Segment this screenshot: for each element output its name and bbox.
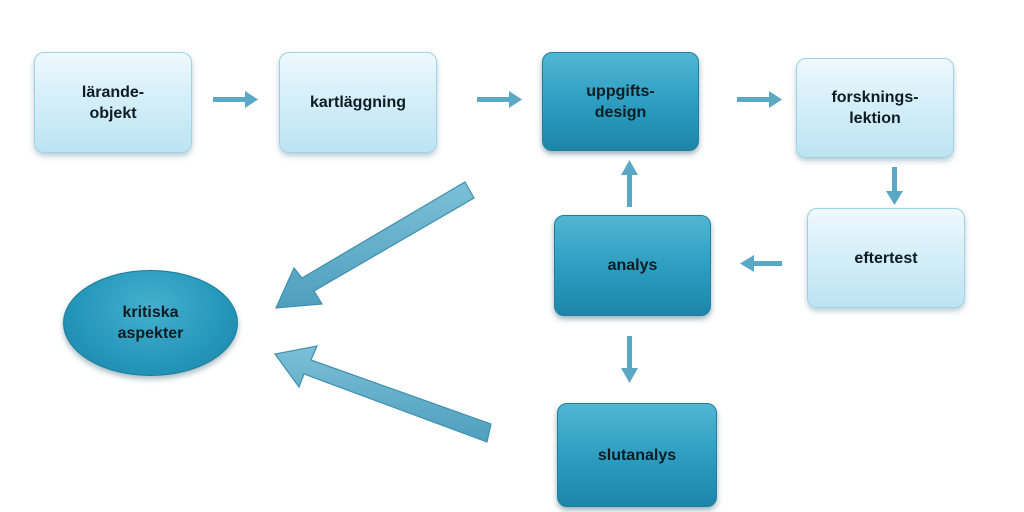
node-kartlaggning: kartläggning <box>279 52 437 153</box>
arrow-to-kritiska-aspekter-upper <box>275 181 475 309</box>
node-uppgiftsdesign-label: uppgifts- design <box>586 82 655 121</box>
arrow-analys-to-uppgiftsdesign <box>621 160 638 207</box>
node-forskningslektion: forsknings- lektion <box>796 58 954 158</box>
arrow-forskningslektion-to-eftertest <box>886 167 903 205</box>
arrow-to-kritiska-aspekter-lower <box>273 345 492 443</box>
node-eftertest-label: eftertest <box>854 249 918 267</box>
node-uppgiftsdesign: uppgifts- design <box>542 52 699 151</box>
node-slutanalys: slutanalys <box>557 403 717 507</box>
node-larandeobjekt: lärande- objekt <box>34 52 192 153</box>
arrow-larandeobjekt-to-kartlaggning <box>213 91 258 108</box>
node-analys-label: analys <box>607 257 658 274</box>
node-kritiska-aspekter-label: kritiska aspekter <box>117 304 184 342</box>
node-kritiska-aspekter: kritiska aspekter <box>63 270 238 376</box>
arrow-eftertest-to-analys <box>740 255 782 272</box>
arrow-uppgiftsdesign-to-forskningslektion <box>737 91 782 108</box>
node-forskningslektion-label: forsknings- lektion <box>831 89 919 127</box>
node-analys: analys <box>554 215 711 316</box>
node-larandeobjekt-label: lärande- objekt <box>81 83 145 122</box>
node-slutanalys-label: slutanalys <box>597 446 677 464</box>
arrow-analys-to-slutanalys <box>621 336 638 383</box>
node-eftertest: eftertest <box>807 208 965 308</box>
arrow-kartlaggning-to-uppgiftsdesign <box>477 91 522 108</box>
node-kartlaggning-label: kartläggning <box>309 94 406 111</box>
